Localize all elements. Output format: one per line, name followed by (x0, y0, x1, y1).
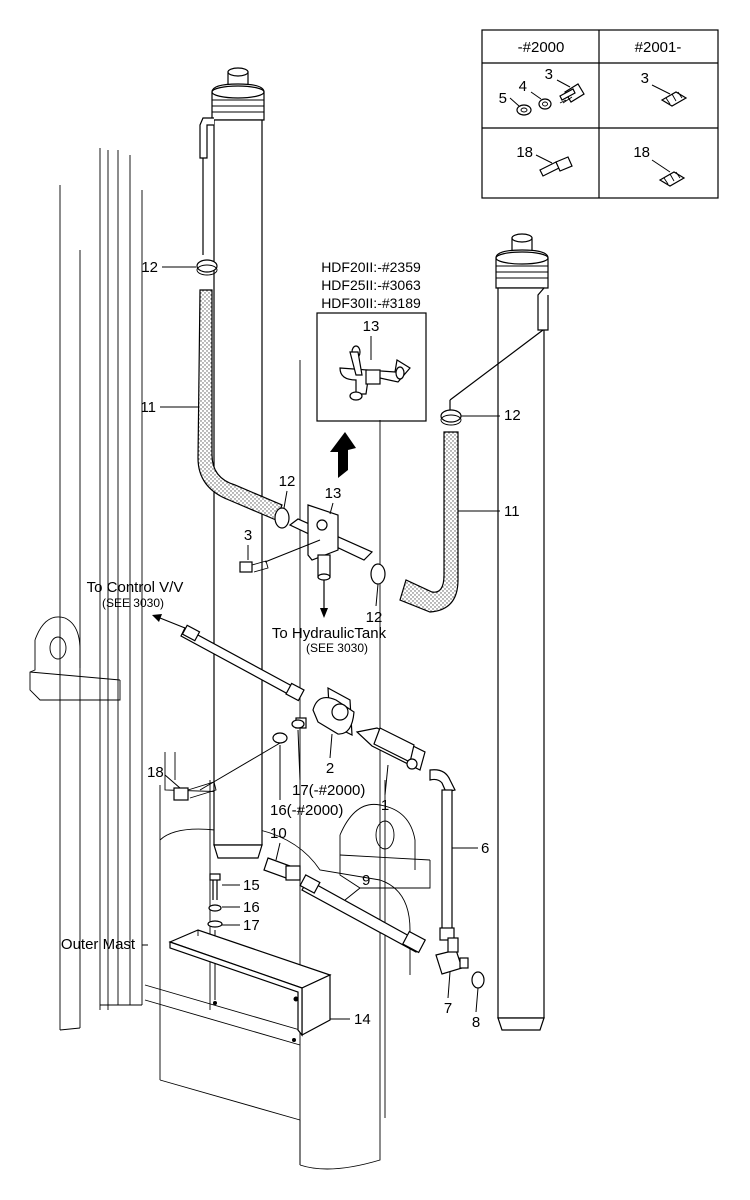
label-13: 13 (325, 485, 342, 502)
to-hydraulic-tank-label: To HydraulicTank (272, 625, 387, 642)
right-lift-cylinder (449, 233, 549, 1031)
outer-mast-label: Outer Mast (61, 936, 136, 953)
variant-table: -#2000 #2001- 3 4 5 3 18 18 (481, 29, 719, 199)
right-hose (399, 431, 459, 613)
to-hydraulic-tank-ref: (SEE 3030) (306, 641, 368, 655)
label-16-variant: 16(-#2000) (270, 802, 343, 819)
label-7: 7 (444, 1000, 452, 1017)
table-label-4: 4 (519, 78, 527, 95)
washer-16 (272, 732, 288, 744)
label-11-right: 11 (504, 503, 520, 520)
label-11-left: 11 (140, 399, 156, 416)
pipe-9 (299, 874, 427, 954)
label-15: 15 (243, 877, 260, 894)
label-12-right: 12 (504, 407, 521, 424)
part-callouts: 12 11 12 11 12 13 3 12 2 1 17(-#2000) 16… (140, 259, 520, 1031)
table-label-18-right: 18 (633, 144, 650, 161)
label-12-mid: 12 (279, 473, 296, 490)
hose-clamp-mid (274, 507, 290, 529)
to-control-valve-ref: (SEE 3030) (102, 596, 164, 610)
pipe-6 (441, 789, 453, 931)
to-control-valve-label: To Control V/V (87, 579, 184, 596)
table-header-left: -#2000 (518, 39, 565, 56)
valve-1 (355, 727, 456, 793)
fitting-10 (263, 857, 301, 881)
tee-7 (435, 937, 469, 975)
table-label-5: 5 (499, 90, 507, 107)
washer-17 (291, 719, 305, 729)
hose-clamp-top-left (196, 259, 218, 273)
label-6: 6 (481, 840, 489, 857)
insert-arrow (330, 432, 356, 478)
label-17: 17 (243, 917, 260, 934)
label-12-top-left: 12 (141, 259, 158, 276)
table-header-right: #2001- (635, 39, 682, 56)
hose-clamp-lower (370, 563, 386, 585)
tee-fitting (288, 504, 374, 618)
label-3: 3 (244, 527, 252, 544)
label-17-variant: 17(-#2000) (292, 782, 365, 799)
supply-pipe-to-control (152, 614, 305, 702)
label-12-lower: 12 (366, 609, 383, 626)
label-14: 14 (354, 1011, 371, 1028)
label-18: 18 (147, 764, 164, 781)
bracket-14 (168, 929, 332, 1042)
model-line-3: HDF30II:-#3189 (321, 295, 421, 311)
bolt-15-stack (207, 873, 223, 1005)
table-label-3-right: 3 (641, 70, 649, 87)
washer-8 (471, 971, 485, 989)
model-line-2: HDF25II:-#3063 (321, 277, 421, 293)
model-box-part-13: 13 (363, 318, 380, 335)
table-label-18-left: 18 (516, 144, 533, 161)
left-hose (197, 289, 283, 521)
label-8: 8 (472, 1014, 480, 1031)
model-line-1: HDF20II:-#2359 (321, 259, 421, 275)
label-16: 16 (243, 899, 260, 916)
bolt-3 (239, 539, 321, 573)
table-label-3-left: 3 (545, 66, 553, 83)
label-9: 9 (362, 872, 370, 889)
bolt-18 (173, 781, 217, 801)
model-inset-box (316, 312, 427, 422)
label-2: 2 (326, 760, 334, 777)
label-10: 10 (270, 825, 287, 842)
manifold-block-2 (295, 686, 355, 736)
label-1: 1 (381, 797, 389, 814)
outer-mast-frame (29, 148, 431, 1170)
